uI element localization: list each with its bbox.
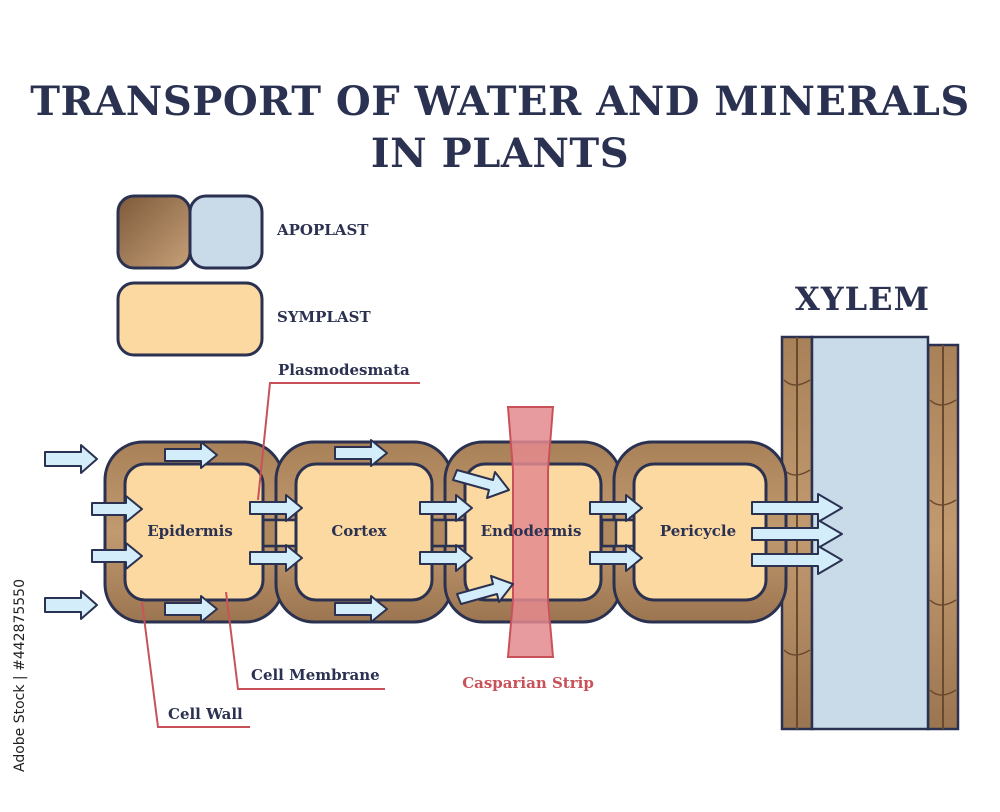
arrow-endo-up	[452, 469, 510, 499]
title-line-1: TRANSPORT OF WATER AND MINERALS	[30, 78, 970, 125]
arrow-gap1-1	[249, 494, 303, 522]
cell-label-pericycle: Pericycle	[659, 522, 737, 540]
callout-lines	[141, 382, 420, 728]
arrow-epi-bottom	[164, 595, 218, 623]
arrow-xylem-3	[751, 545, 843, 575]
callout-casparian-strip: Casparian Strip	[462, 674, 594, 692]
legend-apoplast-label: APOPLAST	[277, 221, 369, 239]
cytoplasm-epidermis	[123, 462, 265, 602]
arrow-epi-in-2	[91, 542, 143, 570]
arrow-gap3-2	[589, 544, 643, 572]
arrow-outer-top	[44, 444, 98, 474]
cell-label-endodermis: Endodermis	[480, 522, 582, 540]
arrow-epi-top	[164, 441, 218, 469]
water-flow-arrows	[44, 439, 843, 623]
arrow-cortex-top	[334, 439, 388, 467]
arrow-cortex-bottom	[334, 595, 388, 623]
legend-apoplast-brown-swatch	[116, 194, 192, 270]
arrow-outer-bottom	[44, 590, 98, 620]
legend-symplast-swatch	[116, 281, 264, 357]
casparian-strip	[506, 406, 555, 658]
arrow-gap2-2	[419, 544, 473, 572]
xylem-label: XYLEM	[795, 280, 930, 318]
arrow-xylem-2	[751, 519, 843, 549]
title-line-2: IN PLANTS	[370, 130, 630, 177]
cell-label-epidermis: Epidermis	[147, 522, 233, 540]
callout-cell-wall: Cell Wall	[168, 705, 243, 723]
arrow-endo-down	[456, 575, 514, 605]
stock-watermark: Adobe Stock | #442875550	[12, 579, 28, 772]
callout-plasmodesmata: Plasmodesmata	[278, 361, 410, 379]
callout-cell-membrane: Cell Membrane	[251, 666, 380, 684]
arrow-gap1-2	[249, 544, 303, 572]
arrow-xylem-1	[751, 493, 843, 523]
legend-apoplast-blue-swatch	[188, 194, 264, 270]
cytoplasm-cortex	[294, 462, 434, 602]
arrow-epi-in-1	[91, 495, 143, 523]
cell-label-cortex: Cortex	[331, 522, 387, 540]
arrow-gap2-1	[419, 494, 473, 522]
legend-symplast-label: SYMPLAST	[277, 308, 371, 326]
arrow-gap3-1	[589, 494, 643, 522]
